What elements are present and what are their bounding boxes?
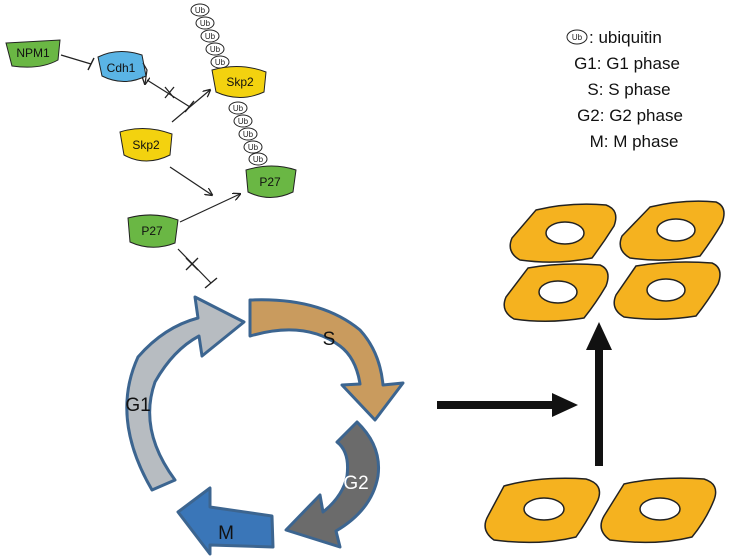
p27-ub-shape [245, 165, 297, 198]
npm1-shape [5, 39, 61, 68]
svg-text:Ub: Ub [248, 143, 259, 152]
p27-label: P27 [141, 224, 163, 238]
legend-g2: G2: G2 phase [577, 106, 683, 125]
ub-chain-p27: Ub Ub Ub Ub Ub [228, 101, 268, 166]
skp2-to-p27-arrow [169, 166, 212, 195]
cell [509, 203, 617, 263]
skp2-to-ubiquitinated-skp2-arrow [171, 90, 210, 123]
proliferation-arrow-up [586, 322, 612, 466]
phase-g2-arrow [284, 420, 381, 549]
p27-shape [127, 214, 179, 248]
svg-text:Ub: Ub [200, 19, 211, 28]
cdh1-node: Cdh1 [97, 51, 147, 82]
proliferation-arrow-right [437, 393, 578, 417]
cell [484, 477, 601, 544]
cdh1-label: Cdh1 [107, 61, 136, 75]
phase-g1-arrow [125, 295, 246, 492]
svg-text:Ub: Ub [238, 117, 249, 126]
svg-text:Ub: Ub [210, 45, 221, 54]
skp2-label: Skp2 [132, 138, 160, 152]
phase-g2-label: G2 [343, 473, 368, 494]
legend-m: M: M phase [590, 132, 679, 151]
svg-text:Ub: Ub [205, 32, 216, 41]
ubiquitinated-p27: Ub Ub Ub Ub Ub P27 [228, 101, 297, 198]
legend: Ub : ubiquitin G1: G1 phase S: S phase G… [566, 28, 683, 151]
svg-text:Ub: Ub [243, 130, 254, 139]
skp2-shape [119, 128, 173, 162]
svg-text:Ub: Ub [572, 33, 583, 42]
phase-g1-label: G1 [125, 395, 150, 416]
npm1-node: NPM1 [5, 39, 61, 68]
p27-node: P27 [127, 214, 179, 248]
svg-text:Ub: Ub [195, 6, 206, 15]
phase-s-arrow [248, 298, 405, 422]
ubiquitinated-skp2: Ub Ub Ub Ub Ub Skp2 [190, 3, 267, 98]
skp2-ub-label: Skp2 [226, 75, 254, 89]
cell-group-bottom [484, 477, 717, 544]
svg-text:Ub: Ub [215, 58, 226, 67]
svg-text:Ub: Ub [233, 104, 244, 113]
cell-cycle: S G1 G2 M [125, 295, 405, 556]
npm1-inhibits-cdh1 [60, 54, 95, 71]
p27-ub-label: P27 [259, 175, 281, 189]
cell-group-top [503, 200, 725, 323]
ubiquitin-legend-symbol [566, 29, 588, 45]
npm1-label: NPM1 [16, 46, 50, 60]
svg-text:Ub: Ub [253, 155, 264, 164]
cell [600, 477, 717, 544]
p27-to-ubiquitinated-p27-arrow [179, 194, 240, 223]
skp2-node: Skp2 [119, 128, 173, 162]
legend-ubiquitin: : ubiquitin [589, 28, 662, 47]
p27-inhibits-cell-cycle [177, 248, 218, 289]
phase-m-arrow [176, 486, 275, 556]
cell [619, 200, 725, 261]
legend-g1: G1: G1 phase [574, 54, 680, 73]
phase-m-label: M [218, 523, 234, 544]
skp2-ub-shape [211, 66, 267, 98]
cell [503, 263, 609, 323]
cell [613, 261, 721, 321]
cdh1-inhibits-skp2-ubiquitination [143, 62, 195, 113]
phase-s-label: S [323, 329, 336, 350]
legend-s: S: S phase [587, 80, 670, 99]
ub-chain-skp2: Ub Ub Ub Ub Ub [190, 3, 230, 69]
